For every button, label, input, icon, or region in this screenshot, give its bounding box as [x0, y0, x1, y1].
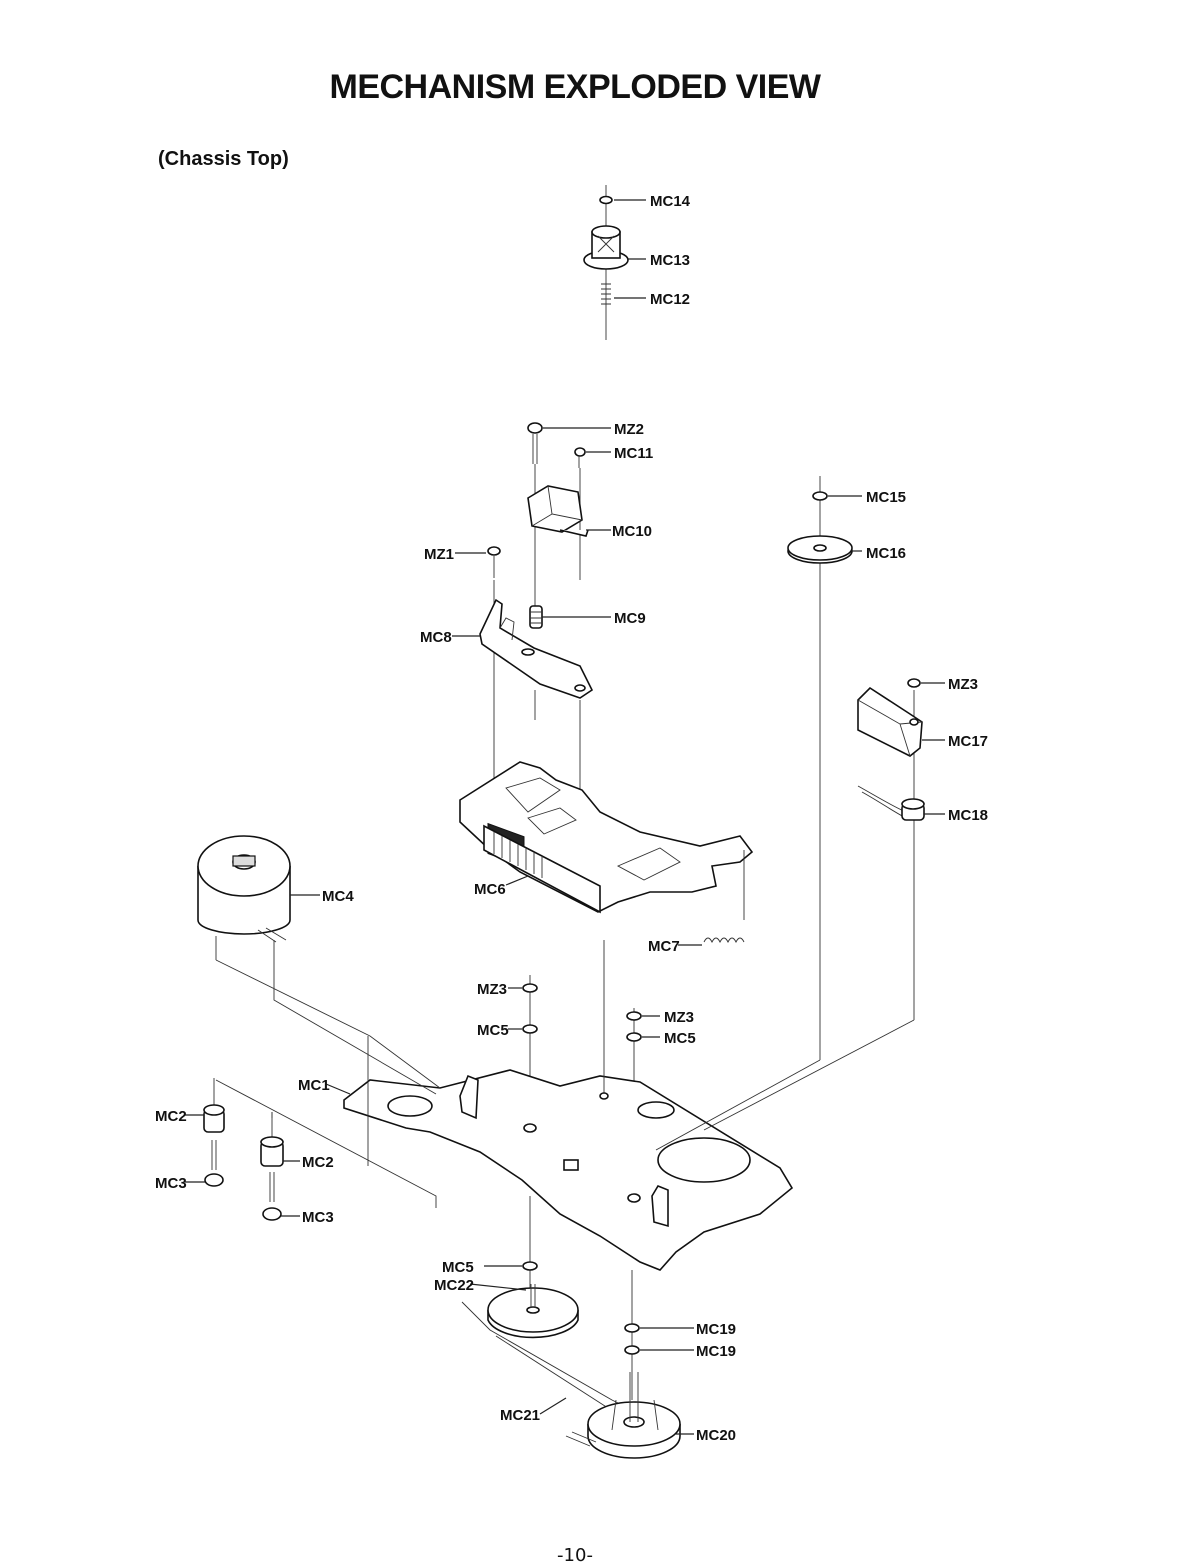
- part-mc13-gear: [584, 226, 646, 269]
- label-mc8: MC8: [420, 629, 452, 646]
- label-mz3-left: MZ3: [477, 981, 507, 998]
- part-mc19-washers: [625, 1270, 694, 1400]
- part-mc12-spring: [601, 284, 646, 304]
- label-mz1: MZ1: [424, 546, 454, 563]
- label-mc21: MC21: [500, 1407, 540, 1424]
- part-mc22-pulley: [470, 1284, 578, 1337]
- label-mc22: MC22: [434, 1277, 474, 1294]
- part-mc2-grommet-left: [184, 1078, 224, 1132]
- part-mc2-grommet-right: [261, 1112, 300, 1166]
- part-mc16-gear: [788, 536, 862, 563]
- label-mc2-left: MC2: [155, 1108, 187, 1125]
- label-mc15: MC15: [866, 489, 906, 506]
- label-mc3-right: MC3: [302, 1209, 334, 1226]
- label-mz3-center: MZ3: [664, 1009, 694, 1026]
- label-mc18: MC18: [948, 807, 988, 824]
- label-mc5-bottom: MC5: [442, 1259, 474, 1276]
- label-mz3-right: MZ3: [948, 676, 978, 693]
- part-mc10-block: [528, 486, 611, 536]
- label-mc20: MC20: [696, 1427, 736, 1444]
- part-mc17-arm: [858, 688, 945, 756]
- label-mc3-left: MC3: [155, 1175, 187, 1192]
- label-mc5-center: MC5: [664, 1030, 696, 1047]
- label-mc1: MC1: [298, 1077, 330, 1094]
- label-mz2: MZ2: [614, 421, 644, 438]
- label-mc13: MC13: [650, 252, 690, 269]
- part-mc3-screw-right: [263, 1172, 300, 1220]
- part-mc9-spring: [530, 606, 611, 628]
- part-mc1-chassis: [326, 940, 792, 1270]
- label-mc9: MC9: [614, 610, 646, 627]
- label-mc11: MC11: [614, 445, 653, 462]
- label-mc12: MC12: [650, 291, 690, 308]
- label-mc19-upper: MC19: [696, 1321, 736, 1338]
- label-mc17: MC17: [948, 733, 988, 750]
- label-mc16: MC16: [866, 545, 906, 562]
- part-mc5-washer-bottom: [484, 1196, 537, 1290]
- label-mc7: MC7: [648, 938, 680, 955]
- label-mc2-right: MC2: [302, 1154, 334, 1171]
- label-mc19-lower: MC19: [696, 1343, 736, 1360]
- label-mc4: MC4: [322, 888, 354, 905]
- part-mc4-motor: [198, 836, 320, 980]
- page-number: -10-: [0, 1545, 1150, 1566]
- part-mc18-roller: [858, 786, 945, 820]
- label-mc5-left: MC5: [477, 1022, 509, 1039]
- label-mc10: MC10: [612, 523, 652, 540]
- part-mc3-screw-left: [184, 1140, 223, 1186]
- label-mc14: MC14: [650, 193, 691, 210]
- label-mc6: MC6: [474, 881, 506, 898]
